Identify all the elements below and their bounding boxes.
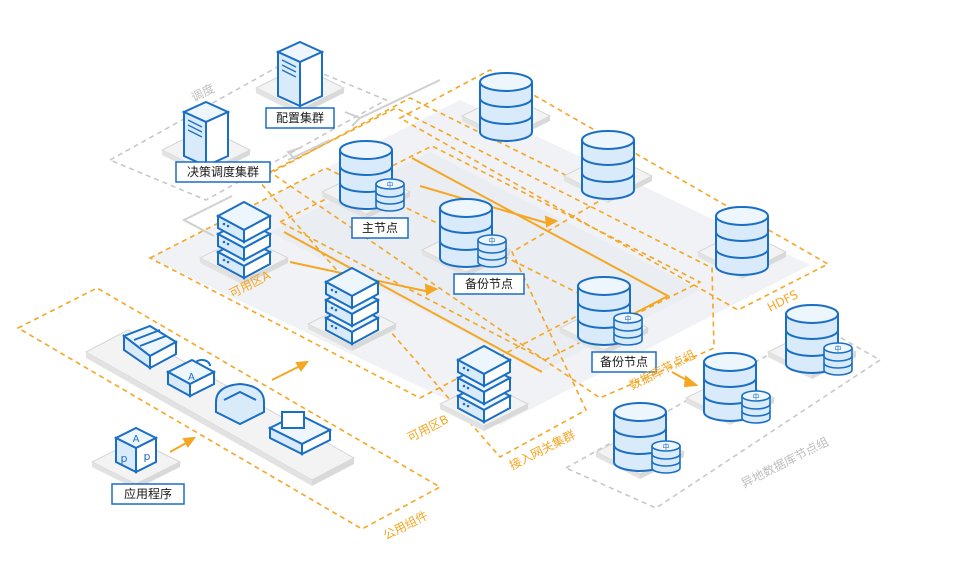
gateway-cluster-outline [256, 97, 610, 459]
hdfs-outline [398, 69, 830, 311]
gateway-server-b-icon [458, 346, 510, 422]
svg-text:A: A [188, 372, 195, 383]
gateway-server-a1-icon [218, 202, 270, 278]
remote-db-1-replica-icon [651, 440, 681, 474]
hdfs-db-1-icon [479, 72, 533, 142]
application-label: 应用程序 [124, 486, 172, 501]
backup-node-2-label: 备份节点 [600, 355, 648, 369]
config-cluster-server-icon [277, 41, 323, 107]
hdfs-db-2-icon [581, 130, 635, 200]
component-shield-icon [215, 382, 265, 426]
public-components-zone [16, 287, 442, 530]
schedule-label: 调度 [189, 80, 217, 104]
remote-db-group-label: 异地数据库节点组 [739, 434, 831, 491]
application-cube-icon: A p p [113, 426, 159, 474]
backup-node-2-replica-icon [613, 312, 643, 346]
backup-node-1-label: 备份节点 [465, 277, 513, 291]
master-node-label: 主节点 [362, 221, 398, 235]
public-component-icons: A [121, 324, 333, 456]
component-building-icon [267, 411, 333, 456]
component-stack-icon [121, 324, 179, 370]
config-cluster-label: 配置集群 [276, 110, 324, 125]
hdfs-db-3-icon [715, 206, 769, 276]
component-lock-icon: A [165, 358, 217, 398]
boxed-labels: 配置集群 决策调度集群 主节点 备份节点 备份节点 应用程序 [111, 107, 657, 505]
svg-text:p: p [121, 452, 128, 465]
gateway-server-a2-icon [326, 268, 378, 344]
db-node-group-outline [268, 107, 715, 399]
zone-b-label: 可用区B [405, 412, 451, 445]
remote-db-3-replica-icon [823, 342, 853, 376]
schedule-connectors [181, 79, 441, 237]
schedule-zone-outline [108, 59, 388, 201]
remote-db-2-replica-icon [741, 390, 771, 424]
master-node-replica-icon [375, 178, 405, 212]
svg-text:A: A [133, 434, 140, 445]
zone-b-outline [278, 145, 702, 361]
svg-text:p: p [144, 450, 151, 463]
decision-cluster-label: 决策调度集群 [187, 164, 259, 179]
public-components-label: 公用组件 [381, 508, 430, 542]
backup-node-1-replica-icon [477, 234, 507, 268]
decision-cluster-server-icon [183, 101, 229, 167]
